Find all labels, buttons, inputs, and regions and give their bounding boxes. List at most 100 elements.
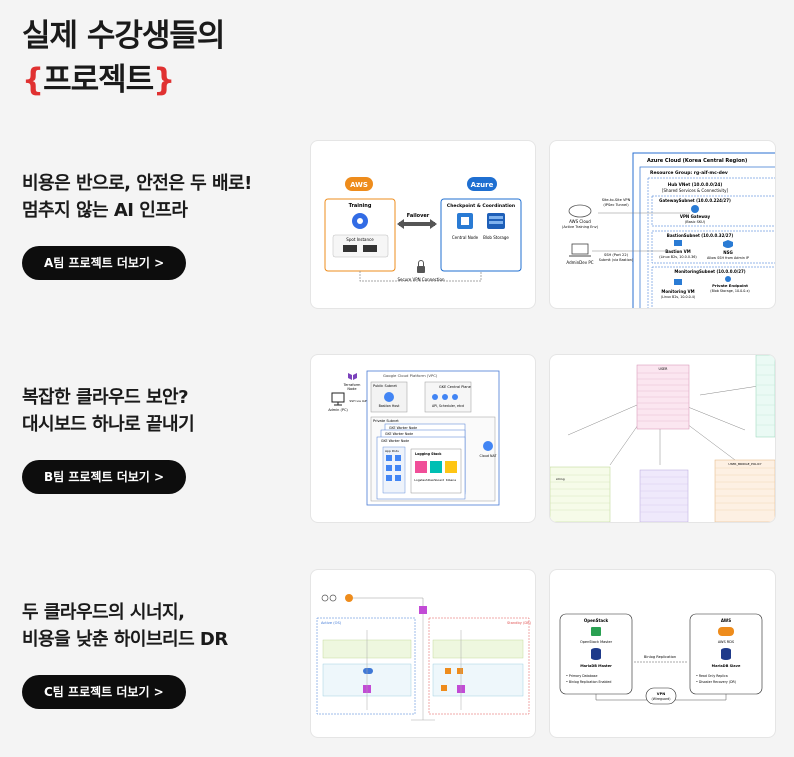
laptop-icon (569, 243, 591, 257)
team-b-more-button[interactable]: B팀 프로젝트 더보기 > (22, 460, 187, 494)
nsg-label: NSG (723, 250, 733, 255)
azure-region-label: Azure Cloud (Korea Central Region) (647, 158, 747, 164)
project-c-diagram-2[interactable]: OpenStack OpenStack Master MariaDB Maste… (549, 569, 776, 738)
gateway-subnet-label: GatewaySubnet (10.0.0.224/27) (659, 198, 731, 203)
openstack-label: OpenStack (584, 618, 609, 623)
worker-node-label: GKE Worker Node (381, 439, 409, 443)
aws-cloud-label: AWS Cloud (569, 219, 591, 224)
slave-note-1: • Read Only Replica (696, 674, 728, 678)
bastion-vm-label: Bastion VM (665, 249, 690, 254)
openstack-master-label: OpenStack Master (580, 640, 613, 644)
spot-instance-label: Spot Instance (346, 237, 374, 242)
standby-region-label: Standby (DR) (507, 621, 532, 625)
bastion-host-icon (384, 392, 394, 402)
monitoring-os-label: (Linux B2s, 10.0.0.4) (661, 295, 695, 299)
gateway-icon (419, 606, 427, 614)
private-endpoint-icon (725, 276, 731, 282)
public-subnet-label: Public Subnet (373, 384, 398, 388)
mariadb-slave-label: MariaDB Slave (712, 664, 741, 668)
database-icon (591, 648, 601, 660)
heading-accent: 프로젝트 (43, 62, 154, 98)
project-b-diagram-1[interactable]: Google Cloud Platform (VPC) Terraform No… (310, 354, 536, 523)
gke-control-plane-label: GKE Central Plane (439, 385, 471, 389)
azure-badge (467, 177, 497, 191)
ssh-sub-label: Submit (via Bastion) (599, 258, 634, 262)
instance-icon (445, 668, 463, 674)
project-row-c: 두 클라우드의 시너지, 비용을 낮춘 하이브리드 DR C팀 프로젝트 더보기… (0, 569, 794, 739)
server-icon (343, 245, 357, 252)
aws-azure-failover-diagram: AWS Azure Training Spot Instance Failove… (324, 177, 522, 282)
project-title-line2: 멈추지 않는 AI 인프라 (22, 200, 188, 221)
monitoring-vm-label: Monitoring VM (661, 289, 694, 294)
hub-vnet-label: Hub VNet (10.0.0.0/24) (668, 182, 723, 187)
vpn-gateway-sku: (Basic SKU) (685, 220, 706, 224)
aws-label: AWS (350, 181, 368, 189)
project-title: 두 클라우드의 시너지, 비용을 낮춘 하이브리드 DR (22, 599, 228, 653)
vm-icon (674, 279, 682, 285)
nsg-rule-label: Allow SSH from Admin IP (707, 256, 749, 260)
erd-table-title: USER (659, 367, 669, 371)
erd-table-title: USER_BRIDGE_POLICY (728, 462, 761, 466)
openstack-icon (591, 627, 601, 636)
vpn-gateway-label: VPN Gateway (680, 214, 711, 219)
shared-services-label: [Shared Services & Connectivity] (662, 188, 729, 193)
project-row-a: 비용은 반으로, 안전은 두 배로! 멈추지 않는 AI 인프라 A팀 프로젝트… (0, 140, 794, 310)
master-note-2: • Binlog Replication Enabled (566, 680, 611, 684)
s2s-vpn-label: Site-to-Site VPN (602, 198, 631, 202)
central-node-label: Central Node (452, 235, 479, 240)
terraform-icon (348, 373, 357, 380)
vpn-gateway-icon (691, 205, 699, 213)
project-a-diagram-2[interactable]: Azure Cloud (Korea Central Region) Resou… (549, 140, 776, 309)
private-endpoint-sub: (Blob Storage, 10.0.0.x) (710, 289, 749, 293)
team-c-more-button[interactable]: C팀 프로젝트 더보기 > (22, 675, 186, 709)
vpn-label: VPN (657, 692, 665, 696)
resource-group-label: Resource Group: rg-aif-mc-dev (650, 170, 728, 176)
failover-arrow-icon (397, 219, 437, 229)
erd-diagram: USER string USER_BRIDGE_POLICY (550, 355, 775, 522)
logging-stack-label: Logging Stack (415, 452, 442, 456)
heading-close-brace: } (153, 62, 175, 98)
binlog-label: Binlog Replication (644, 655, 676, 659)
slave-note-2: • Disaster Recovery (DR) (696, 680, 736, 684)
aws-rds-label: AWS RDS (718, 640, 735, 644)
gcp-vpc-label: Google Cloud Platform (VPC) (383, 373, 438, 378)
project-a-diagram-1[interactable]: AWS Azure Training Spot Instance Failove… (310, 140, 536, 309)
ssh-iap-label: SSH via IAP (349, 399, 366, 403)
users-icon (321, 594, 337, 602)
app-pods-label: App Pods (385, 449, 399, 453)
vpn-label: Secure VPN Connection (397, 277, 445, 282)
central-node-icon (457, 213, 473, 229)
master-note-1: • Primary Database (566, 674, 597, 678)
project-title: 비용은 반으로, 안전은 두 배로! 멈추지 않는 AI 인프라 (22, 170, 252, 224)
monitor-icon (331, 392, 345, 406)
lock-icon (417, 260, 425, 273)
cloud-nat-icon (483, 441, 493, 451)
blob-storage-label: Blob Storage (483, 235, 509, 240)
project-b-diagram-2[interactable]: USER string USER_BRIDGE_POLICY (549, 354, 776, 523)
team-a-more-button[interactable]: A팀 프로젝트 더보기 > (22, 246, 187, 280)
bastion-os-label: (Linux B2s, 10.0.0.36) (659, 255, 697, 259)
project-title-line1: 두 클라우드의 시너지, (22, 602, 185, 623)
heading-line2: {프로젝트} (22, 58, 224, 102)
aws-label: AWS (721, 618, 731, 623)
project-title-line1: 복잡한 클라우드 보안? (22, 387, 189, 408)
erd-table (550, 466, 611, 522)
training-label: Training (349, 203, 372, 209)
project-title-line2: 대시보드 하나로 끝내기 (22, 414, 195, 435)
worker-node-label: GKE Worker Node (389, 426, 417, 430)
aws-env-label: (Active Training Env) (562, 225, 599, 229)
private-subnet-label: Private Subnet (373, 419, 399, 423)
heading-line1: 실제 수강생들의 (22, 18, 225, 54)
project-title: 복잡한 클라우드 보안? 대시보드 하나로 끝내기 (22, 384, 195, 438)
api-label: API, Scheduler, etcd (432, 404, 464, 408)
project-c-diagram-1[interactable]: Active (OS) Standby (DR) (310, 569, 536, 738)
failover-label: Failover (407, 213, 430, 219)
private-endpoint-label: Private Endpoint (712, 283, 748, 288)
bastion-host-label: Bastion Host (379, 404, 401, 408)
elastic-icon (415, 461, 457, 473)
database-icon (721, 648, 731, 660)
azure-network-diagram: Azure Cloud (Korea Central Region) Resou… (562, 152, 775, 308)
project-title-line2: 비용을 낮춘 하이브리드 DR (22, 629, 228, 650)
ipsec-label: (IPSec Tunnel) (603, 203, 629, 207)
vm-icon (674, 240, 682, 246)
